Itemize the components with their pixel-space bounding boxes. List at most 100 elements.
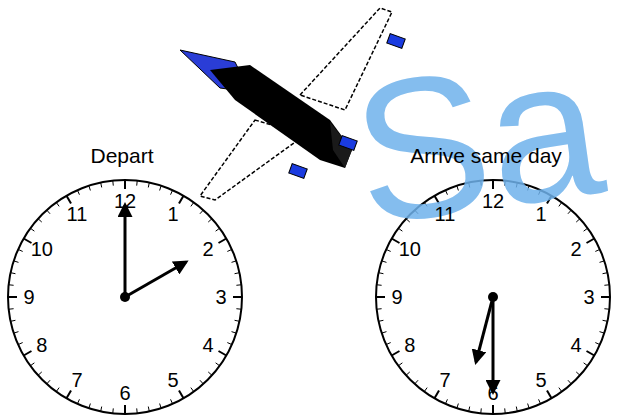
- clock-tick: [191, 388, 194, 392]
- clock-tick: [11, 273, 16, 274]
- clock-tick: [584, 363, 588, 366]
- clock-tick: [568, 380, 571, 384]
- clock-tick: [8, 296, 17, 298]
- clock-tick: [435, 391, 440, 399]
- clock-tick: [11, 320, 16, 321]
- clock-tick: [392, 351, 400, 356]
- clock-tick: [227, 249, 232, 251]
- clock-tick: [47, 210, 50, 214]
- clock-number: 11: [435, 204, 456, 224]
- clock-tick: [136, 408, 138, 413]
- clock-number: 6: [119, 383, 130, 403]
- clock-tick: [18, 249, 23, 251]
- clock-tick: [219, 351, 227, 356]
- clock-tick: [445, 399, 447, 404]
- clock-tick: [603, 320, 608, 321]
- watermark: Sa: [342, 24, 612, 256]
- clock-tick: [233, 296, 242, 298]
- clock-tick: [424, 388, 427, 392]
- clock-tick: [601, 296, 610, 298]
- clock-tick: [30, 228, 34, 231]
- clock-tick: [559, 388, 562, 392]
- clock-tick: [382, 261, 387, 263]
- clock-tick: [398, 363, 402, 366]
- clock-tick: [112, 408, 114, 413]
- clock-tick: [200, 210, 203, 214]
- clock-tick: [516, 407, 517, 412]
- clock-tick: [208, 219, 212, 222]
- clock-number: 10: [399, 239, 421, 259]
- clock-number: 5: [535, 370, 546, 390]
- clock-tick: [208, 372, 212, 375]
- clock-tick: [386, 343, 391, 345]
- clock-tick: [38, 372, 42, 375]
- clock-tick: [232, 332, 237, 334]
- clock-caption: Arrive same day: [410, 144, 562, 168]
- clock-tick: [377, 308, 382, 310]
- clock-tick: [14, 332, 19, 334]
- clock-tick: [576, 372, 580, 375]
- clock-number: 2: [203, 239, 214, 259]
- clock-tick: [124, 180, 126, 189]
- clock-tick: [124, 405, 126, 414]
- clock-tick: [587, 239, 595, 244]
- clock-tick: [235, 273, 240, 274]
- clock-tick: [469, 407, 470, 412]
- clock-tick: [77, 399, 79, 404]
- clock-tick: [14, 261, 19, 263]
- clock-tick: [603, 273, 608, 274]
- clock-tick: [595, 249, 600, 251]
- clock-tick: [528, 404, 530, 409]
- clock-tick: [379, 320, 384, 321]
- clock-tick: [236, 308, 241, 310]
- clock-tick: [604, 284, 609, 286]
- clock-tick: [47, 380, 50, 384]
- clock-face: [8, 180, 242, 414]
- clock-tick: [18, 343, 23, 345]
- clock-number: 3: [215, 287, 226, 307]
- clock-number: 12: [482, 191, 504, 211]
- clock-tick: [382, 332, 387, 334]
- clock-tick: [112, 181, 114, 186]
- clock-tick: [191, 202, 194, 206]
- clock-caption: Depart: [90, 144, 153, 168]
- clock-number: 1: [535, 204, 546, 224]
- clock-tick: [216, 228, 220, 231]
- clock-number: 5: [167, 370, 178, 390]
- clock-number: 7: [439, 370, 450, 390]
- clock-number: 8: [404, 335, 415, 355]
- clock-tick: [67, 196, 72, 204]
- clock-tick: [584, 228, 588, 231]
- clock-tick: [219, 239, 227, 244]
- clock-tick: [232, 261, 237, 263]
- clock-tick: [9, 308, 14, 310]
- clock-tick: [67, 391, 72, 399]
- clock-tick: [235, 320, 240, 321]
- clock-tick: [101, 183, 102, 188]
- clock-number: 11: [67, 204, 88, 224]
- clock-tick: [379, 273, 384, 274]
- clock-number: 10: [31, 239, 53, 259]
- clock-tick: [56, 388, 59, 392]
- clock-tick: [89, 404, 91, 409]
- clock-tick: [160, 404, 162, 409]
- clock-number: 7: [71, 370, 82, 390]
- clock-number: 9: [391, 287, 402, 307]
- clock-tick: [89, 186, 91, 191]
- clock-tick: [77, 190, 79, 195]
- clock-tick: [236, 284, 241, 286]
- clock-tick: [179, 391, 184, 399]
- clock-tick: [457, 404, 459, 409]
- clock-tick: [148, 407, 149, 412]
- clock-tick: [30, 363, 34, 366]
- clock-tick: [171, 190, 173, 195]
- clock-number: 3: [583, 287, 594, 307]
- clock-tick: [492, 405, 494, 414]
- clock-number: 6: [487, 383, 498, 403]
- clock-number: 8: [36, 335, 47, 355]
- clock-tick: [179, 196, 184, 204]
- clock-tick: [600, 261, 605, 263]
- clock-number: 2: [571, 239, 582, 259]
- clock-tick: [24, 239, 32, 244]
- clock-tick: [148, 183, 149, 188]
